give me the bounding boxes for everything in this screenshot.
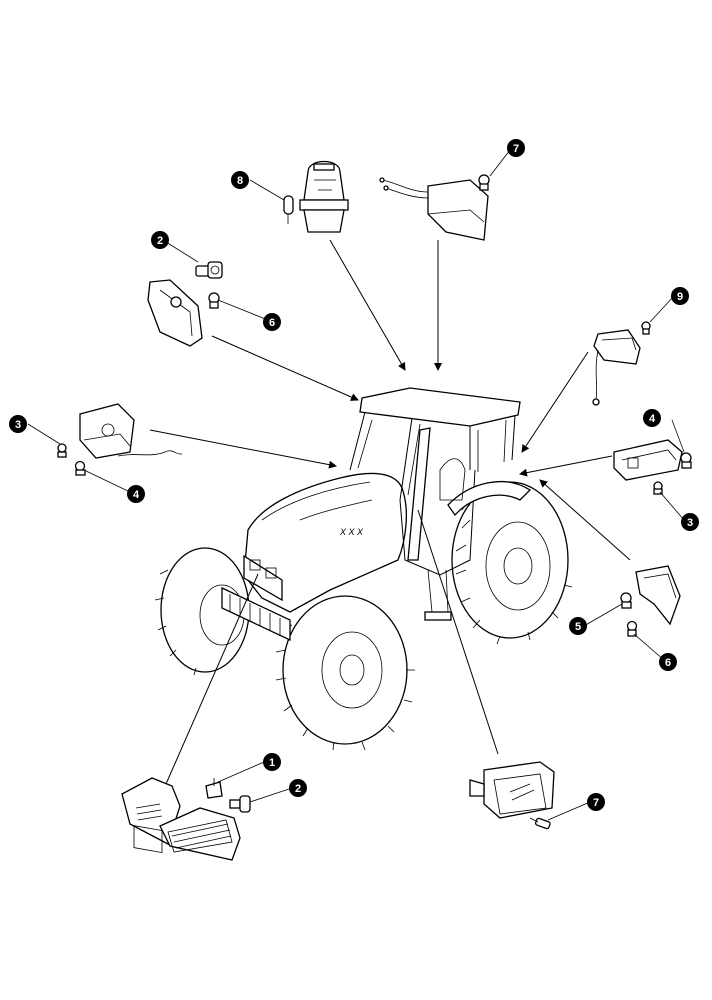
callout-4-left: 4 bbox=[127, 485, 145, 503]
svg-text:4: 4 bbox=[133, 489, 140, 501]
callout-2-bottom: 2 bbox=[289, 779, 307, 797]
headlamp-assembly-part bbox=[121, 777, 241, 861]
svg-text:4: 4 bbox=[649, 413, 656, 425]
svg-text:8: 8 bbox=[237, 175, 243, 187]
callout-6-top: 6 bbox=[263, 313, 281, 331]
rear-work-lamp-part bbox=[592, 329, 641, 406]
cab-badge: X X X bbox=[339, 527, 364, 537]
callout-2-top: 2 bbox=[151, 231, 169, 249]
callout-3-left: 3 bbox=[9, 415, 27, 433]
side-lamp-lens-part bbox=[147, 279, 203, 347]
callout-markers: 8 7 2 6 9 3 4 4 3 5 6 1 2 7 bbox=[9, 139, 699, 811]
rotating-beacon-part bbox=[299, 160, 349, 233]
cab-work-lamp-bulb bbox=[529, 817, 551, 830]
tractor-illustration: X X X bbox=[154, 387, 573, 751]
front-right-tyre bbox=[275, 595, 415, 751]
svg-text:2: 2 bbox=[157, 235, 163, 247]
indicator-bulbs-left bbox=[57, 443, 86, 476]
rear-indicator-bulbs bbox=[653, 452, 692, 495]
cab-work-lamp-part bbox=[469, 761, 555, 819]
cab-roof bbox=[359, 387, 521, 427]
svg-text:2: 2 bbox=[295, 783, 301, 795]
svg-text:7: 7 bbox=[593, 797, 599, 809]
fender-lamp-bulbs bbox=[620, 592, 638, 637]
bonnet bbox=[243, 472, 407, 613]
roof-work-lamp-part bbox=[379, 177, 489, 241]
svg-text:6: 6 bbox=[665, 657, 671, 669]
roof-bulb-part bbox=[478, 174, 490, 191]
fender-lamp-part bbox=[635, 565, 681, 626]
callout-3-right: 3 bbox=[681, 513, 699, 531]
callout-9: 9 bbox=[671, 287, 689, 305]
bulb-holder-part bbox=[195, 261, 223, 279]
svg-text:5: 5 bbox=[575, 621, 581, 633]
svg-text:1: 1 bbox=[269, 757, 275, 769]
rear-indicator-lamp-part bbox=[613, 439, 683, 481]
leader-lines bbox=[27, 149, 685, 821]
callout-8: 8 bbox=[231, 171, 249, 189]
rear-lamp-bulb-part bbox=[641, 321, 651, 335]
svg-text:3: 3 bbox=[687, 517, 693, 529]
callout-6-right: 6 bbox=[659, 653, 677, 671]
callout-4-right: 4 bbox=[643, 409, 661, 427]
svg-text:7: 7 bbox=[513, 143, 519, 155]
callout-7-top: 7 bbox=[507, 139, 525, 157]
beacon-bulb-part bbox=[283, 195, 294, 224]
front-left-tyre bbox=[154, 547, 250, 676]
svg-text:6: 6 bbox=[269, 317, 275, 329]
front-indicator-lamp-part bbox=[79, 403, 183, 459]
svg-text:9: 9 bbox=[677, 291, 683, 303]
callout-7-bottom: 7 bbox=[587, 793, 605, 811]
side-lamp-bulb-part bbox=[208, 292, 220, 309]
callout-1: 1 bbox=[263, 753, 281, 771]
rear-tyre bbox=[451, 481, 573, 645]
svg-text:3: 3 bbox=[15, 419, 21, 431]
callout-5: 5 bbox=[569, 617, 587, 635]
headlamp-bulbs bbox=[205, 778, 251, 813]
